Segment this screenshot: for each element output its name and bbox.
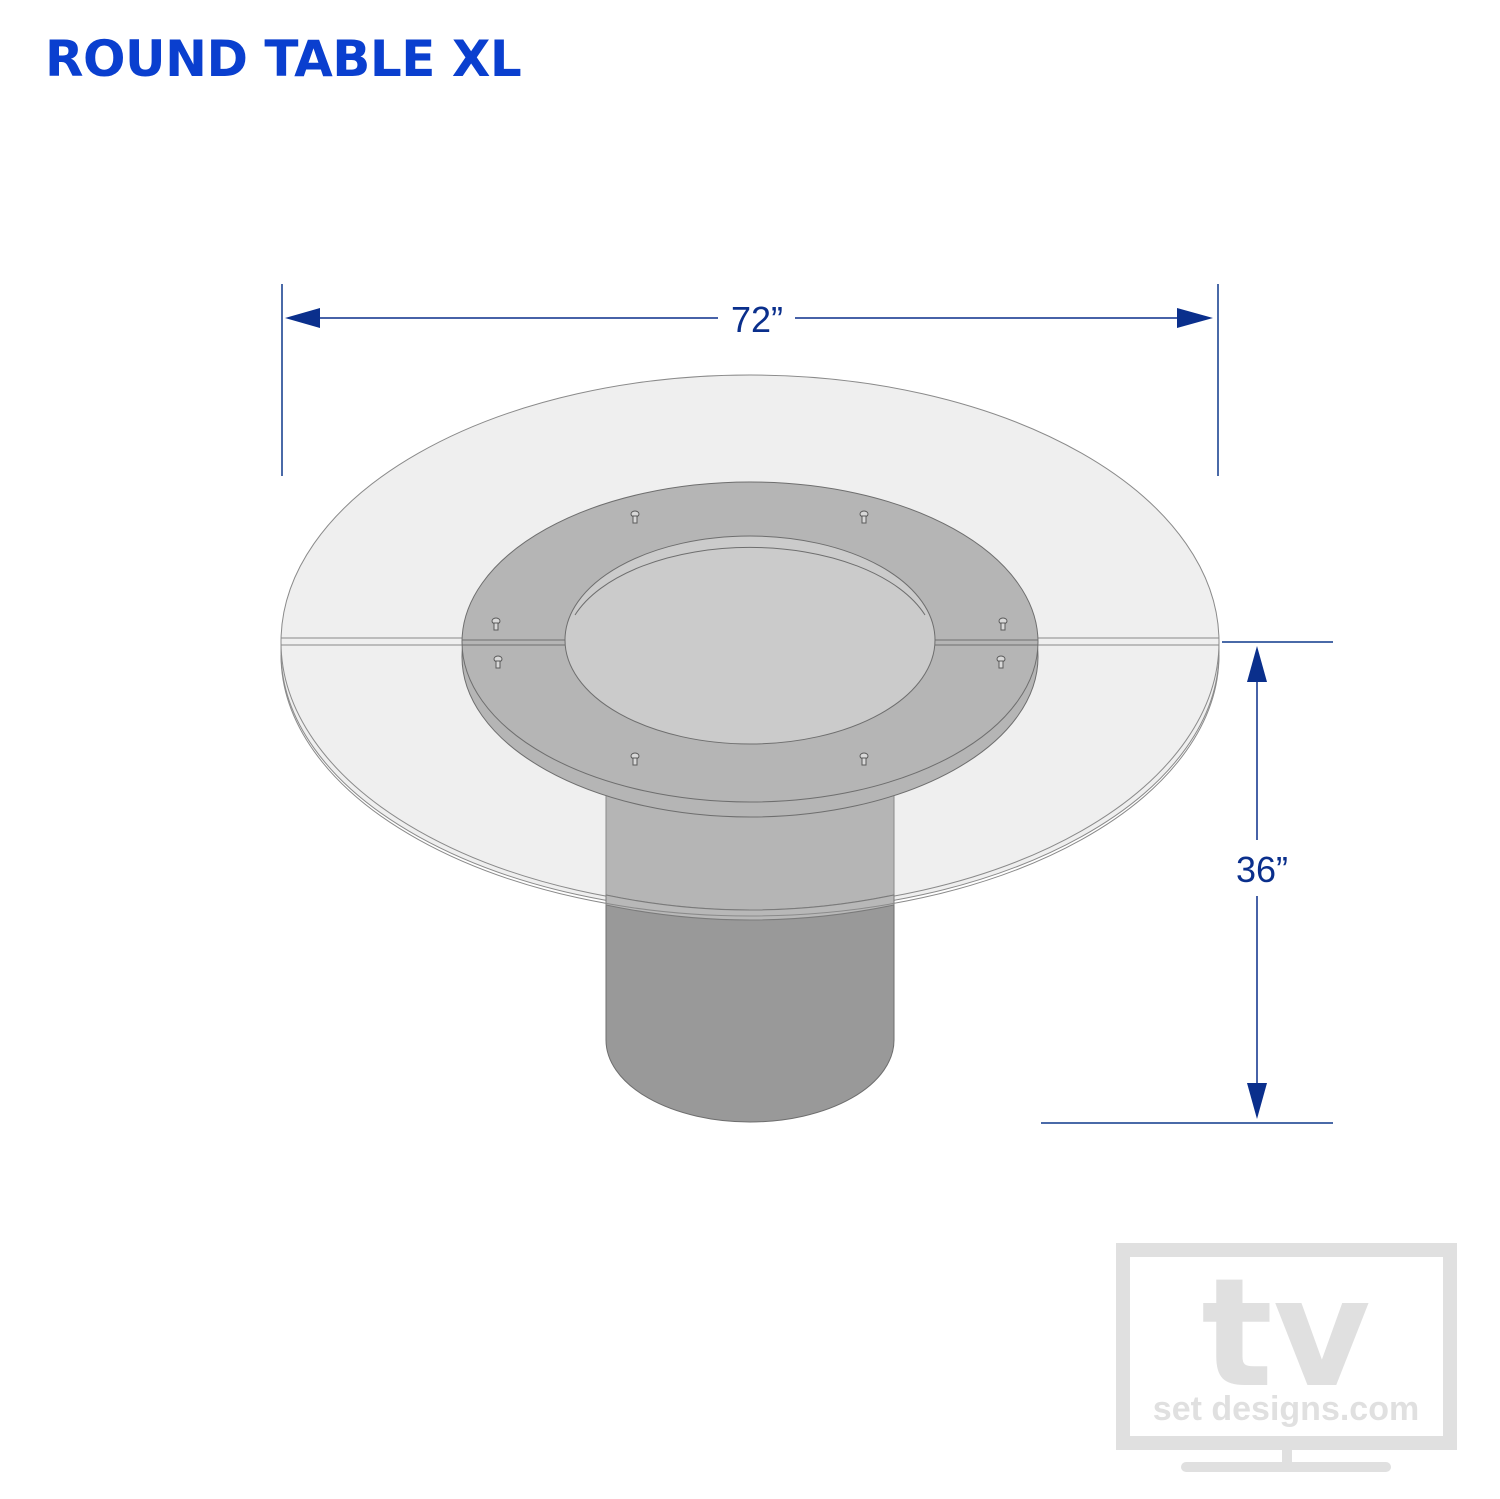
arrow-up-icon <box>1247 646 1267 682</box>
bolts <box>491 510 1008 766</box>
pedestal <box>605 889 895 1123</box>
page-title: ROUND TABLE XL <box>45 30 522 88</box>
width-dimension: 72” <box>281 284 1219 476</box>
height-label: 36” <box>1236 849 1288 890</box>
arrow-right-icon <box>1177 308 1213 328</box>
bolt-icon <box>859 752 869 766</box>
arrow-down-icon <box>1247 1083 1267 1119</box>
bolt-icon <box>630 752 640 766</box>
watermark-small: set designs.com <box>1153 1390 1419 1428</box>
bolt-icon <box>998 617 1008 631</box>
bolt-icon <box>859 510 869 524</box>
tv-set-designs-logo: tv set designs.com <box>1116 1243 1457 1472</box>
bolt-icon <box>493 655 503 669</box>
bolt-icon <box>996 655 1006 669</box>
pedestal-upper <box>280 654 1220 921</box>
arrow-left-icon <box>285 308 320 328</box>
width-label: 72” <box>731 299 783 340</box>
height-dimension: 36” <box>1041 641 1333 1124</box>
bolt-icon <box>630 510 640 524</box>
watermark-big: tv <box>1201 1247 1370 1421</box>
ring-plate <box>461 481 1039 818</box>
bolt-icon <box>491 617 501 631</box>
